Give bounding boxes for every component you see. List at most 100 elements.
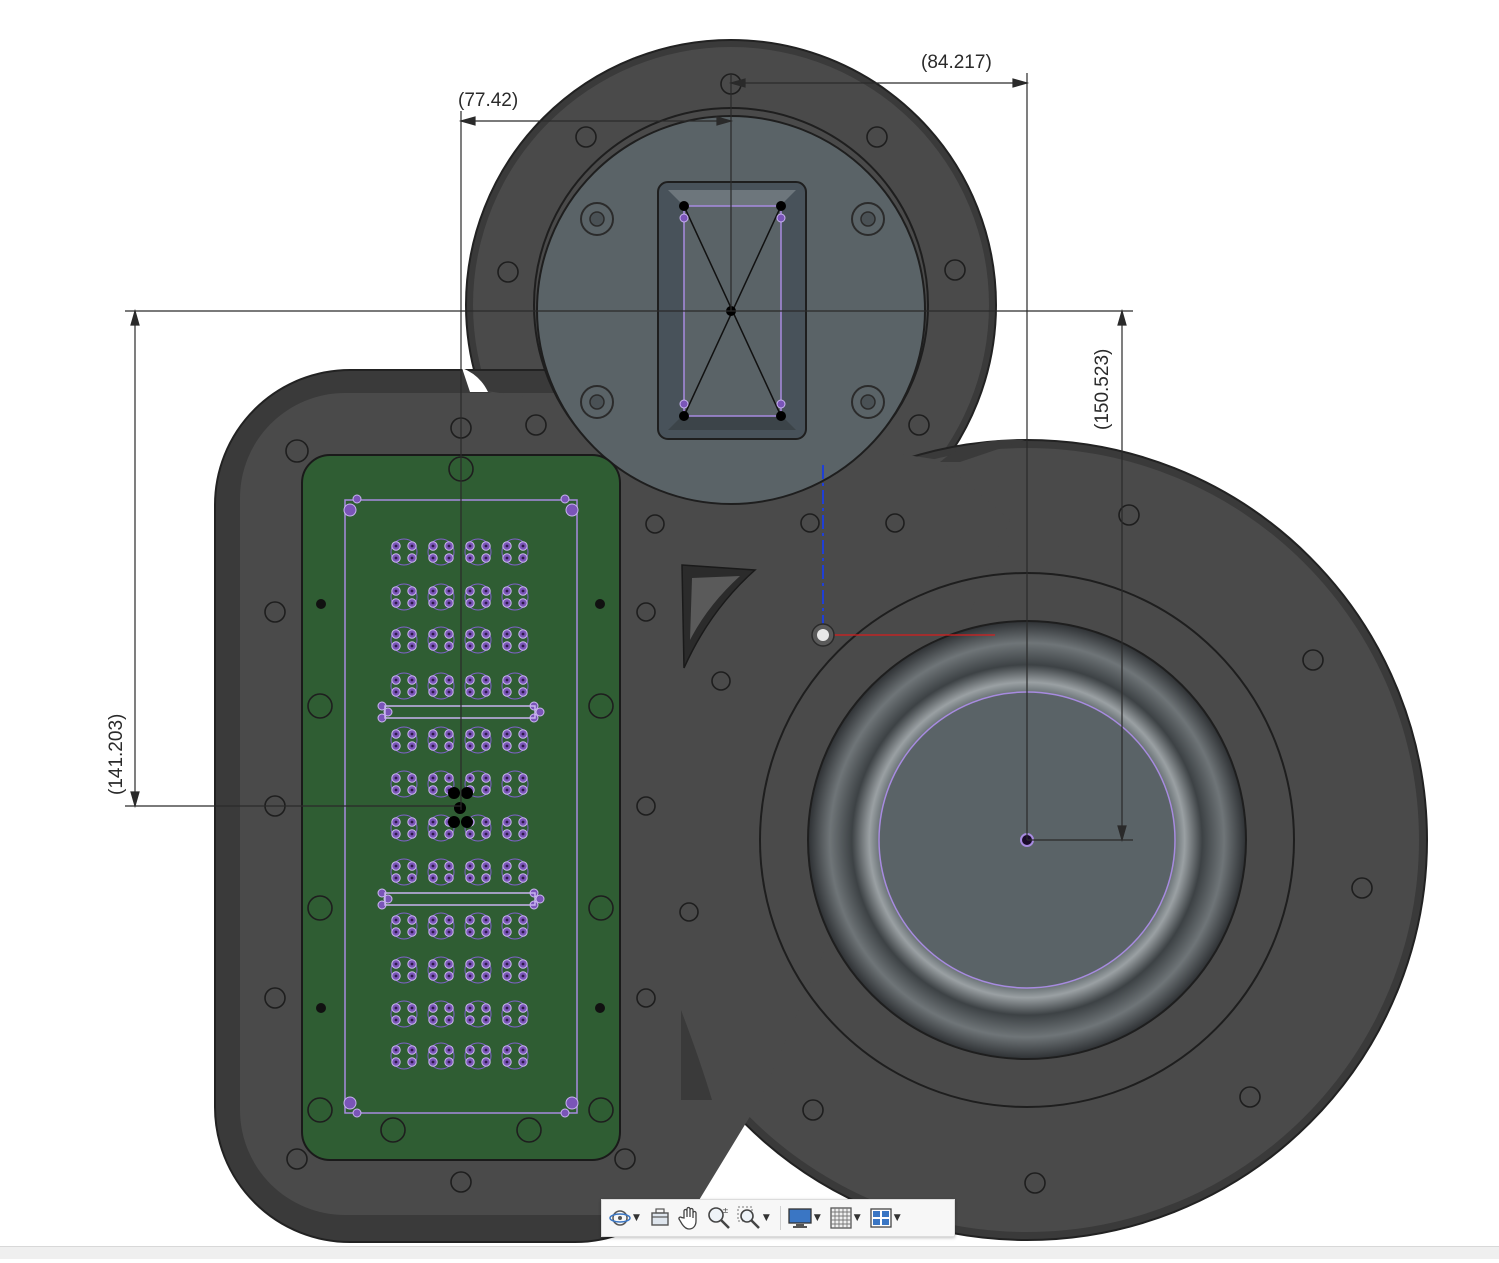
connector-pad — [383, 707, 393, 717]
zoom-window-icon — [737, 1206, 760, 1229]
viewports-button[interactable]: ▼ — [867, 1203, 907, 1233]
monitor-icon — [788, 1208, 812, 1228]
mounting-hole — [614, 1148, 636, 1170]
mounting-hole — [1118, 504, 1140, 526]
pad-footprint — [390, 1000, 418, 1028]
pad-footprint — [390, 912, 418, 940]
pad-footprint — [464, 858, 492, 886]
pad-footprint — [427, 1000, 455, 1028]
look-at-button[interactable] — [646, 1203, 674, 1233]
pad-footprint — [427, 1042, 455, 1070]
fit-button[interactable]: ▼ — [734, 1203, 776, 1233]
pad-footprint — [427, 583, 455, 611]
connector-pad — [535, 894, 545, 904]
mounting-hole — [636, 602, 656, 622]
pad-footprint — [464, 912, 492, 940]
mounting-hole — [307, 693, 333, 719]
dimension-label-d1[interactable]: (84.217) — [921, 52, 992, 73]
mounting-hole — [711, 671, 731, 691]
mounting-hole — [588, 1097, 614, 1123]
dimension-label-d2[interactable]: (77.42) — [458, 90, 518, 111]
grid-and-snaps-button[interactable]: ▼ — [827, 1203, 867, 1233]
zoom-button[interactable]: ± — [704, 1203, 734, 1233]
grid-icon — [830, 1207, 852, 1229]
status-bar — [0, 1246, 1499, 1259]
mounting-hole — [264, 601, 286, 623]
svg-text:±: ± — [722, 1206, 729, 1215]
pad-footprint — [390, 726, 418, 754]
display-settings-button[interactable]: ▼ — [785, 1203, 827, 1233]
mounting-hole — [944, 259, 966, 281]
pad-footprint — [390, 770, 418, 798]
dimension-label-d3[interactable]: (150.523) — [1092, 349, 1113, 430]
mounting-hole — [380, 1117, 406, 1143]
pad-footprint — [501, 770, 529, 798]
mounting-hole — [575, 126, 597, 148]
fit-dropdown-icon[interactable]: ▼ — [762, 1213, 770, 1223]
orbit-dropdown-icon[interactable]: ▼ — [633, 1213, 640, 1223]
pad-footprint — [390, 583, 418, 611]
pan-hand-icon — [678, 1206, 697, 1230]
pad-footprint — [390, 1042, 418, 1070]
mounting-hole — [1351, 877, 1373, 899]
dimension-label-d4[interactable]: (141.203) — [106, 714, 127, 795]
pad-footprint — [501, 912, 529, 940]
pad-footprint — [464, 538, 492, 566]
pad-footprint — [427, 858, 455, 886]
pad-footprint — [427, 626, 455, 654]
pad-footprint — [501, 1042, 529, 1070]
mounting-hole — [908, 414, 930, 436]
orbit-icon — [609, 1210, 631, 1226]
pad-footprint — [427, 672, 455, 700]
pad-footprint — [464, 956, 492, 984]
viewports-dropdown-icon[interactable]: ▼ — [893, 1213, 901, 1223]
pad-footprint — [390, 672, 418, 700]
pad-footprint — [390, 956, 418, 984]
origin-axes — [811, 465, 995, 647]
viewports-icon — [870, 1208, 892, 1228]
pad-footprint — [390, 538, 418, 566]
pad-footprint — [464, 726, 492, 754]
grid-dropdown-icon[interactable]: ▼ — [853, 1213, 861, 1223]
zoom-icon: ± — [708, 1206, 730, 1229]
pad-footprint — [464, 672, 492, 700]
mounting-hole — [264, 987, 286, 1009]
mounting-hole — [645, 514, 665, 534]
mounting-hole — [307, 895, 333, 921]
pad-footprint — [501, 1000, 529, 1028]
pad-footprint — [464, 583, 492, 611]
pad-footprint — [501, 626, 529, 654]
look-at-icon — [651, 1208, 669, 1226]
mounting-hole — [800, 513, 820, 533]
display-settings-dropdown-icon[interactable]: ▼ — [813, 1213, 821, 1223]
connector-pad — [535, 707, 545, 717]
pad-footprint — [464, 626, 492, 654]
pad-footprint — [501, 726, 529, 754]
pad-footprint — [501, 538, 529, 566]
mounting-hole — [866, 126, 888, 148]
mounting-hole — [679, 902, 699, 922]
pad-footprint — [501, 583, 529, 611]
pad-footprint — [501, 858, 529, 886]
pad-grid — [377, 538, 545, 1070]
pad-footprint — [427, 726, 455, 754]
mounting-hole — [285, 439, 309, 463]
mounting-hole — [588, 895, 614, 921]
pad-footprint — [427, 956, 455, 984]
mounting-hole — [516, 1117, 542, 1143]
pan-button[interactable] — [674, 1203, 704, 1233]
pad-footprint — [501, 672, 529, 700]
mounting-hole — [497, 261, 519, 283]
mounting-hole — [450, 1171, 472, 1193]
mounting-hole — [1024, 1172, 1046, 1194]
connector-pad — [383, 894, 393, 904]
pad-footprint — [390, 626, 418, 654]
toolbar-separator — [779, 1206, 781, 1230]
mounting-hole — [286, 1148, 308, 1170]
orbit-button[interactable]: ▼ — [606, 1203, 646, 1233]
mounting-hole — [525, 414, 547, 436]
navigation-toolbar: ▼ ± ▼ ▼ — [601, 1199, 955, 1237]
mounting-hole — [885, 513, 905, 533]
